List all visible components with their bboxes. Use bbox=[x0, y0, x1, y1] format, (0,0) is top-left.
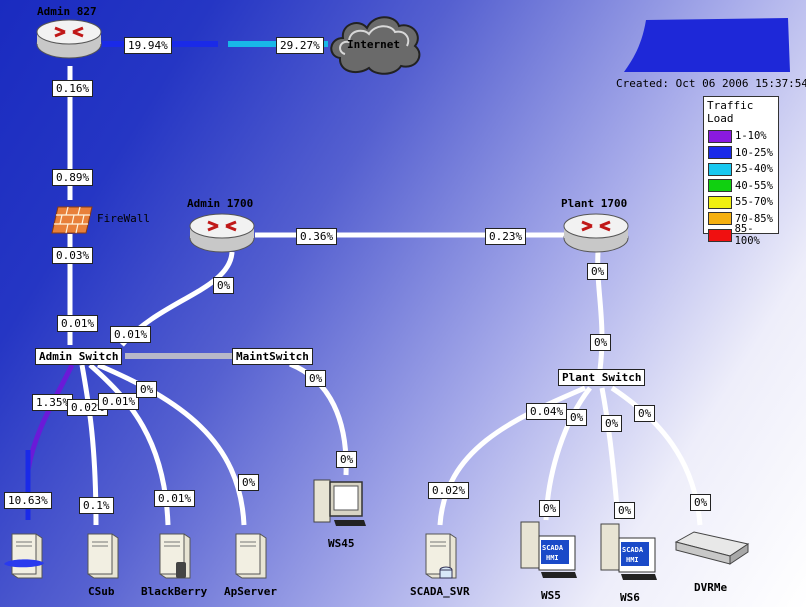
marker-icon bbox=[4, 559, 44, 568]
link-load-label: 0.02% bbox=[67, 399, 109, 416]
legend-label: 85-100% bbox=[734, 223, 760, 248]
router-icon[interactable] bbox=[188, 212, 256, 254]
legend-swatch bbox=[708, 146, 732, 160]
router-icon[interactable] bbox=[562, 212, 630, 254]
router-icon[interactable] bbox=[35, 18, 103, 60]
legend-swatch bbox=[708, 195, 732, 209]
legend-row: 25-40% bbox=[704, 161, 778, 178]
link-load-label: 0.03% bbox=[52, 247, 94, 264]
legend-row: 70-85% bbox=[704, 211, 778, 228]
legend-label: 55-70% bbox=[735, 196, 773, 209]
link-load-label: 0% bbox=[539, 500, 561, 517]
link-load-label: 0% bbox=[634, 405, 656, 422]
hmi-badge: HMI bbox=[546, 554, 559, 562]
server-icon[interactable] bbox=[6, 528, 46, 580]
link-load-label: 0.36% bbox=[296, 228, 338, 245]
internet-label: Internet bbox=[347, 38, 400, 51]
host-label: BlackBerry bbox=[141, 585, 208, 598]
workstation-icon[interactable] bbox=[312, 474, 368, 532]
legend-title: Traffic Load bbox=[707, 99, 754, 125]
link-load-label: 0.02% bbox=[428, 482, 470, 499]
hmi-workstation-icon[interactable] bbox=[599, 520, 659, 582]
link-load-label: 0.04% bbox=[526, 403, 568, 420]
host-label: DVRMe bbox=[694, 581, 728, 594]
link-load-label: 0% bbox=[690, 494, 712, 511]
router-label: Plant 1700 bbox=[561, 197, 628, 210]
legend-row: 55-70% bbox=[704, 194, 778, 211]
host-label: CSub bbox=[88, 585, 115, 598]
link-load-label: 19.94% bbox=[124, 37, 172, 54]
legend-row: 1-10% bbox=[704, 128, 778, 145]
legend-swatch bbox=[708, 228, 732, 242]
server-icon[interactable] bbox=[420, 528, 460, 580]
traffic-legend: Traffic Load 1-10% 10-25% 25-40% 40-55% … bbox=[703, 96, 779, 247]
host-label: SCADA_SVR bbox=[410, 585, 470, 598]
link-load-label: 29.27% bbox=[276, 37, 324, 54]
legend-row: 85-100% bbox=[704, 223, 778, 247]
link-load-label: 0.16% bbox=[52, 80, 94, 97]
legend-row: 40-55% bbox=[704, 178, 778, 195]
link-load-label: 0% bbox=[601, 415, 623, 432]
router-label: Admin 1700 bbox=[187, 197, 254, 210]
link-load-label: 10.63% bbox=[4, 492, 52, 509]
legend-label: 1-10% bbox=[735, 130, 767, 143]
link-load-label: 0.01% bbox=[154, 490, 196, 507]
link-load-label: 0% bbox=[590, 334, 612, 351]
scada-badge: SCADA bbox=[542, 544, 564, 552]
host-label: WS45 bbox=[328, 537, 355, 550]
switch-maint[interactable]: MaintSwitch bbox=[232, 348, 313, 365]
created-timestamp: Created: Oct 06 2006 15:37:54 bbox=[616, 77, 806, 90]
link-load-label: 0% bbox=[136, 381, 158, 398]
link-load-label: 0% bbox=[305, 370, 327, 387]
link-load-label: 0% bbox=[614, 502, 636, 519]
firewall-label: FireWall bbox=[97, 212, 150, 225]
dvr-icon[interactable] bbox=[674, 528, 750, 568]
link-load-label: 0% bbox=[587, 263, 609, 280]
link-load-label: 0.23% bbox=[485, 228, 527, 245]
link-load-label: 0% bbox=[213, 277, 235, 294]
legend-label: 70-85% bbox=[735, 212, 773, 225]
cloud-icon[interactable] bbox=[325, 8, 427, 80]
host-label: WS5 bbox=[541, 589, 561, 602]
host-label: WS6 bbox=[620, 591, 640, 604]
legend-swatch bbox=[708, 212, 732, 226]
router-label: Admin 827 bbox=[37, 5, 97, 18]
server-icon[interactable] bbox=[230, 528, 270, 580]
link-load-label: 0.01% bbox=[98, 393, 140, 410]
host-label: ApServer bbox=[224, 585, 277, 598]
link-load-label: 0.01% bbox=[57, 315, 99, 332]
legend-label: 10-25% bbox=[735, 146, 773, 159]
legend-swatch bbox=[708, 129, 732, 143]
link-load-label: 0.1% bbox=[79, 497, 114, 514]
server-icon[interactable] bbox=[154, 528, 194, 580]
firewall-icon[interactable] bbox=[50, 205, 94, 235]
scada-badge: SCADA bbox=[622, 546, 644, 554]
link-load-label: 0.89% bbox=[52, 169, 94, 186]
switch-plant[interactable]: Plant Switch bbox=[558, 369, 646, 386]
link-load-label: 0.01% bbox=[110, 326, 152, 343]
hmi-workstation-icon[interactable] bbox=[519, 518, 579, 580]
server-icon[interactable] bbox=[82, 528, 122, 580]
legend-swatch bbox=[708, 179, 732, 193]
legend-swatch bbox=[708, 162, 732, 176]
link-load-label: 0% bbox=[238, 474, 260, 491]
switch-admin[interactable]: Admin Switch bbox=[35, 348, 123, 365]
link-load-label: 0% bbox=[566, 409, 588, 426]
link-load-label: 0% bbox=[336, 451, 358, 468]
legend-label: 25-40% bbox=[735, 163, 773, 176]
logo-redaction bbox=[624, 18, 790, 72]
legend-label: 40-55% bbox=[735, 179, 773, 192]
hmi-badge: HMI bbox=[626, 556, 639, 564]
legend-row: 10-25% bbox=[704, 145, 778, 162]
